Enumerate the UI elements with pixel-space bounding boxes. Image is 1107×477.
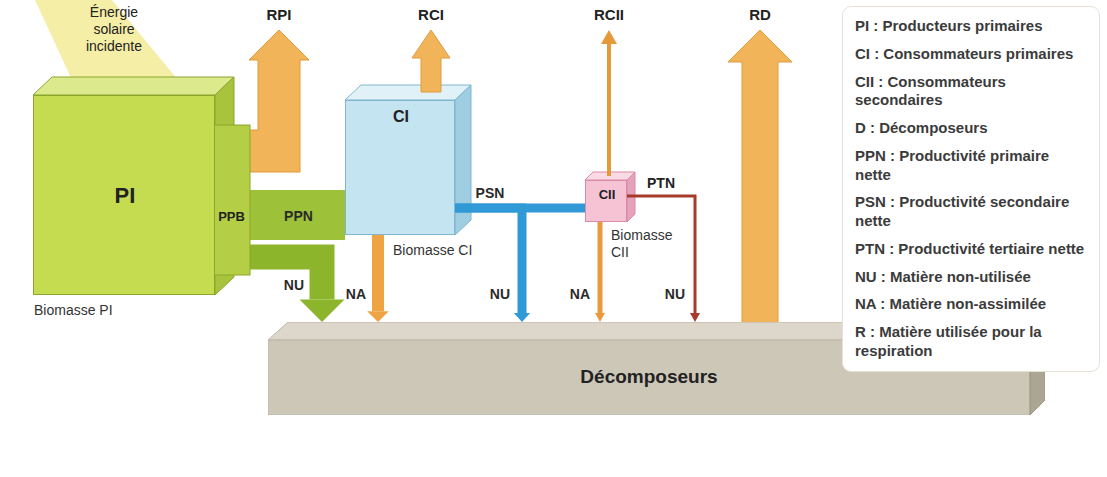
- text-holder: NU: [655, 285, 685, 303]
- respiration-arrow: [412, 30, 450, 92]
- flow-arrow: [367, 235, 389, 322]
- legend-entry: PTN : Productivité tertiaire nette: [855, 240, 1087, 259]
- arrow-head: [601, 30, 617, 44]
- text-holder: RD: [730, 6, 790, 24]
- box-title: CI: [393, 107, 409, 126]
- box-title: PI: [115, 183, 136, 209]
- production-collar: [213, 125, 250, 275]
- legend-entry: PI : Producteurs primaires: [855, 17, 1087, 36]
- text-holder: NU: [274, 276, 304, 294]
- biomass-caption: Biomasse CII: [611, 227, 683, 261]
- flow-label: PPB: [218, 209, 245, 225]
- flow-line: [627, 196, 695, 313]
- text-holder: Énergie solaire incidente: [68, 4, 160, 55]
- respiration-label: RCII: [594, 6, 624, 24]
- biomass-caption: Biomasse PI: [34, 302, 113, 319]
- text-holder: Biomasse PI: [34, 301, 184, 319]
- flow-arrow: [627, 196, 700, 322]
- box-title: CII: [599, 187, 616, 203]
- consumer-box: CIIBiomasse CII: [585, 180, 627, 222]
- flow-label: NU: [284, 277, 304, 294]
- legend-panel: PI : Producteurs primaires CI : Consommat…: [842, 6, 1100, 372]
- flow-label: PPN: [284, 208, 313, 225]
- text-holder: NA: [336, 285, 366, 303]
- box-title: Décomposeurs: [580, 366, 717, 389]
- biomass-caption: Biomasse CI: [393, 242, 472, 259]
- flow-line: [455, 208, 522, 313]
- text-holder: PI: [34, 96, 216, 296]
- legend-entry: NU : Matière non-utilisée: [855, 268, 1087, 287]
- text-holder: PSN: [460, 184, 520, 202]
- flow-arrow: [455, 208, 530, 322]
- text-holder: RCI: [401, 6, 461, 24]
- arrow-head: [514, 313, 530, 322]
- respiration-label: RPI: [266, 6, 291, 24]
- text-holder: NA: [560, 285, 590, 303]
- text-holder: PPN: [252, 207, 345, 225]
- legend-entry: NA : Matière non-assimilée: [855, 295, 1087, 314]
- flow-label: PSN: [476, 185, 505, 202]
- text-holder: PTN: [638, 174, 684, 192]
- text-holder: Biomasse CII: [611, 227, 683, 261]
- text-holder: Biomasse CI: [393, 241, 493, 259]
- legend-entry: CII : Consommateurs secondaires: [855, 73, 1087, 111]
- text-holder: PPB: [213, 207, 250, 225]
- legend-entry: R : Matière utilisée pour la respiration: [855, 323, 1087, 361]
- respiration-label: RD: [749, 6, 771, 24]
- box-top-face: [345, 85, 471, 100]
- text-holder: RCII: [579, 6, 639, 24]
- producer-box: PIBiomasse PI: [33, 95, 215, 295]
- text-holder: RPI: [249, 6, 309, 24]
- flow-label: NA: [570, 286, 590, 303]
- flow-label: NU: [490, 286, 510, 303]
- flow-label: PTN: [647, 175, 675, 192]
- flow-label: NA: [346, 286, 366, 303]
- text-holder: CI: [346, 107, 456, 126]
- legend-entry: D : Décomposeurs: [855, 119, 1087, 138]
- respiration-arrow: [607, 44, 611, 176]
- flow-arrow: [595, 222, 605, 322]
- arrow-head: [690, 313, 700, 322]
- legend-entry: CI : Consommateurs primaires: [855, 45, 1087, 64]
- text-holder: NU: [480, 285, 510, 303]
- box-top-face: [33, 77, 234, 95]
- flow-line: [372, 235, 384, 311]
- arrow-head: [595, 313, 605, 322]
- energy-label: Énergie solaire incidente: [68, 4, 160, 54]
- respiration-arrow: [728, 30, 792, 324]
- flow-line: [598, 222, 603, 313]
- respiration-arrow: [246, 30, 309, 172]
- legend-entry: PSN : Productivité secondaire nette: [855, 193, 1087, 231]
- legend-entry: PPN : Productivité primaire nette: [855, 147, 1087, 185]
- arrow-head: [300, 300, 345, 323]
- sunlight-beam: [35, 0, 178, 80]
- consumer-box: CIBiomasse CI: [345, 100, 455, 235]
- respiration-label: RCI: [418, 6, 444, 24]
- text-holder: CII: [586, 185, 628, 203]
- flow-label: NU: [665, 286, 685, 303]
- arrow-head: [367, 311, 389, 322]
